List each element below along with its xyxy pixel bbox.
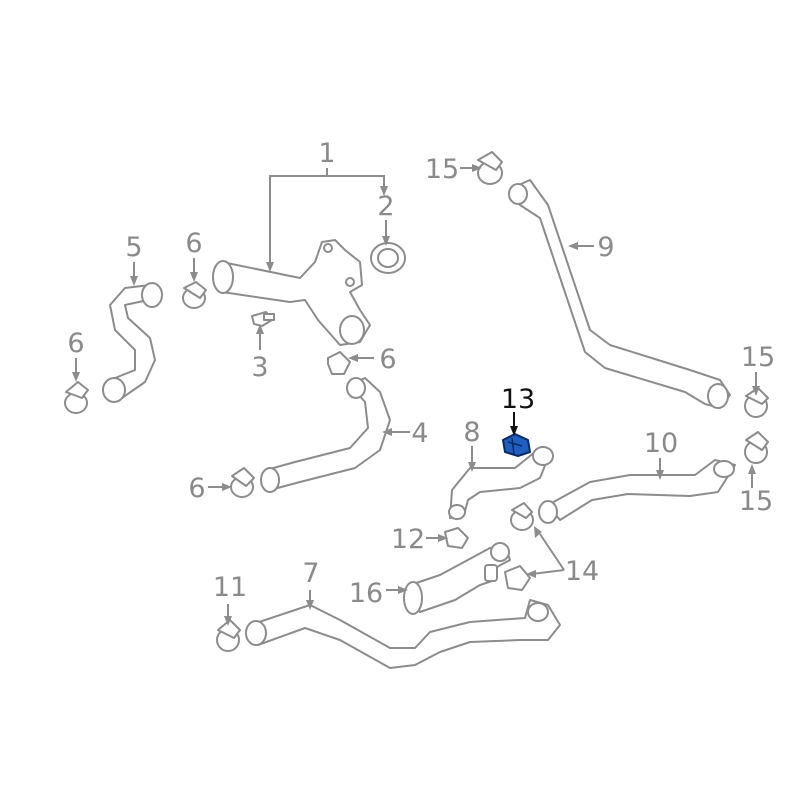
hose-part-9[interactable] — [508, 179, 731, 409]
callout-6-a: 6 — [185, 228, 202, 259]
leader-lines — [72, 164, 760, 626]
clamp-part-14-b[interactable] — [504, 565, 531, 591]
hose-part-5[interactable] — [102, 282, 163, 403]
callout-6-d: 6 — [188, 473, 205, 504]
clamp-part-6-b[interactable] — [64, 381, 89, 414]
callout-12: 12 — [391, 524, 425, 555]
callout-3: 3 — [251, 352, 268, 383]
callout-10: 10 — [644, 428, 678, 459]
hose-part-10[interactable] — [538, 459, 736, 524]
clamp-part-12[interactable] — [444, 527, 469, 549]
callout-16: 16 — [349, 578, 383, 609]
hose-part-8[interactable] — [448, 446, 554, 520]
callout-4: 4 — [411, 418, 428, 449]
callout-15-a: 15 — [425, 154, 459, 185]
clamp-part-6-d[interactable] — [230, 467, 255, 498]
callout-8: 8 — [463, 417, 480, 448]
hose-part-4[interactable] — [260, 377, 391, 493]
callout-13: 13 — [501, 384, 535, 415]
clamp-part-15-b[interactable] — [744, 387, 769, 418]
callout-11: 11 — [213, 572, 247, 603]
callout-7: 7 — [302, 558, 319, 589]
pipe-part-16[interactable] — [403, 542, 511, 615]
callout-1: 1 — [318, 138, 335, 169]
coolant-flange-part-1[interactable] — [212, 239, 371, 346]
clamp-part-6-c[interactable] — [327, 351, 351, 375]
callout-9: 9 — [597, 232, 614, 263]
clamp-part-15-a[interactable] — [477, 151, 503, 185]
clamp-part-14-a[interactable] — [510, 502, 534, 531]
callout-15-b: 15 — [741, 342, 775, 373]
seal-ring-part-2[interactable] — [370, 242, 406, 274]
callout-6-c: 6 — [379, 344, 396, 375]
callout-2: 2 — [377, 191, 394, 222]
clamp-part-11[interactable] — [216, 619, 241, 652]
clamp-part-6-a[interactable] — [182, 281, 207, 309]
callout-labels: 1 2 3 4 5 6 6 6 6 7 8 9 10 11 12 13 14 1… — [67, 138, 775, 609]
bolt-part-3[interactable] — [251, 311, 275, 327]
callout-14: 14 — [565, 556, 599, 587]
callout-5: 5 — [125, 232, 142, 263]
callout-6-b: 6 — [67, 328, 84, 359]
hose-part-7[interactable] — [245, 599, 561, 669]
highlighted-part-13[interactable] — [502, 433, 531, 457]
callout-15-c: 15 — [739, 486, 773, 517]
clamp-part-15-c[interactable] — [744, 431, 769, 464]
